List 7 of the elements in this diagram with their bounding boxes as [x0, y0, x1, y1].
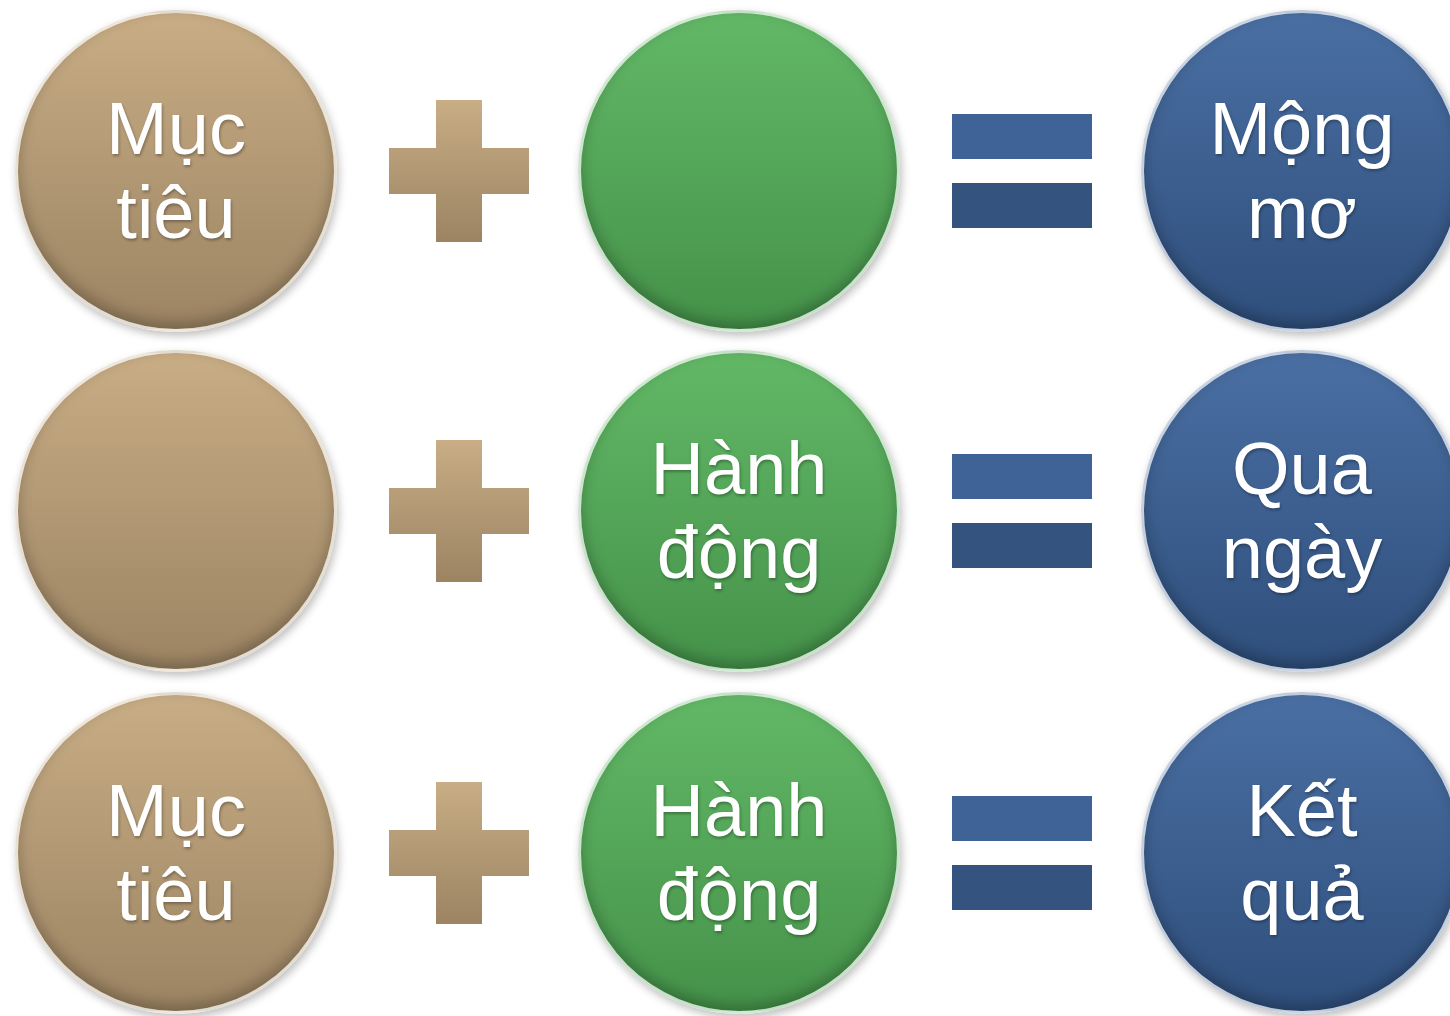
- node-label: Qua ngày: [1220, 427, 1384, 595]
- node-label: Mục tiêu: [105, 769, 247, 937]
- node-label: Mộng mơ: [1208, 87, 1396, 255]
- node-label: Kết quả: [1239, 769, 1365, 937]
- node-label: Hành động: [649, 769, 829, 937]
- node-label: Mục tiêu: [105, 87, 247, 255]
- node-label: Hành động: [649, 427, 829, 595]
